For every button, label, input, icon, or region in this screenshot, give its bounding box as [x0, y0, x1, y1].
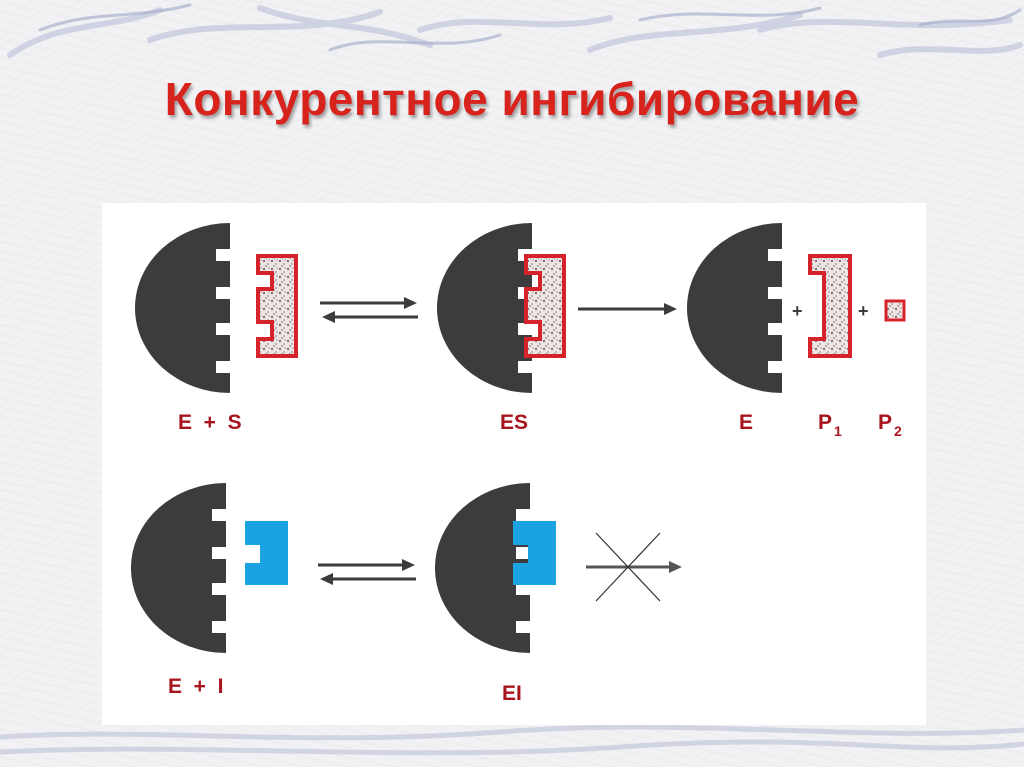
competitive-inhibition-diagram: + + E + S ES E P 1 P 2 — [131, 223, 906, 705]
label-e-plus-i: E + I — [168, 675, 223, 698]
plus-sign: + — [858, 301, 869, 321]
label-p2: P — [878, 411, 892, 434]
inhibitor-shape — [245, 521, 288, 585]
plus-sign: + — [792, 301, 803, 321]
forward-arrow — [578, 303, 677, 315]
enzyme-shape — [437, 223, 532, 393]
enzyme-shape — [687, 223, 782, 393]
reversible-arrow-2 — [318, 559, 416, 585]
label-e-product: E — [739, 411, 753, 434]
label-es: ES — [500, 411, 528, 434]
diagram-panel: + + E + S ES E P 1 P 2 — [102, 203, 926, 725]
blocked-reaction-arrow — [586, 532, 682, 602]
product-p1-shape — [808, 254, 852, 358]
label-p1-subscript: 1 — [834, 423, 842, 439]
label-ei: EI — [502, 682, 522, 705]
substrate-shape — [256, 254, 298, 358]
substrate-shape — [524, 254, 566, 358]
enzyme-shape — [131, 483, 226, 653]
enzyme-shape — [435, 483, 530, 653]
page-title: Конкурентное ингибирование — [164, 73, 860, 125]
enzyme-shape — [135, 223, 230, 393]
label-p2-subscript: 2 — [894, 423, 902, 439]
decorative-bottom-band — [0, 724, 1024, 756]
label-p1: P — [818, 411, 832, 434]
label-e-plus-s: E + S — [178, 411, 242, 434]
inhibitor-shape — [513, 521, 556, 585]
decorative-top-band — [7, 3, 1023, 58]
reversible-arrow-1 — [320, 297, 418, 323]
product-p2-shape — [884, 299, 906, 322]
